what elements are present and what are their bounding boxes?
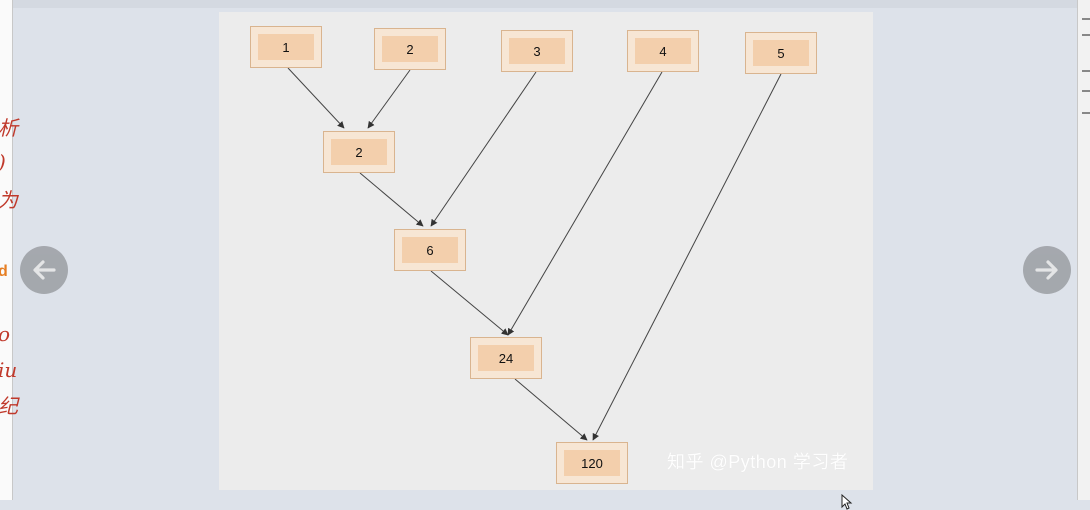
diagram-node-step4: 24	[470, 337, 542, 379]
diagram-node-5: 5	[745, 32, 817, 74]
left-page-text: 析	[0, 116, 18, 140]
right-page-mark	[1082, 90, 1090, 92]
node-label: 24	[478, 345, 534, 371]
edge-2-to-6	[359, 172, 424, 227]
edge-6-to-24	[430, 270, 509, 336]
edge-24-to-120	[514, 378, 588, 441]
slide-image: 1 2 3 4 5 2 6 24 120 知乎 @Python 学习者	[219, 12, 873, 510]
left-page-text: d	[0, 263, 8, 280]
edge-4-to-24	[507, 71, 663, 336]
watermark: 知乎 @Python 学习者	[667, 452, 849, 472]
node-label: 5	[753, 40, 809, 66]
left-page-text: 纪	[0, 394, 18, 418]
edge-3-to-6	[430, 71, 537, 227]
diagram-node-2: 2	[374, 28, 446, 70]
left-adjacent-page: 析 ) 为 d o iu 纪	[0, 0, 18, 500]
node-label: 6	[402, 237, 458, 263]
top-strip	[13, 0, 1078, 8]
diagram-node-4: 4	[627, 30, 699, 72]
right-page-mark	[1082, 70, 1090, 72]
right-page-mark	[1082, 18, 1090, 20]
arrow-left-icon	[33, 260, 56, 280]
node-label: 1	[258, 34, 314, 60]
left-page-text: iu	[0, 358, 18, 382]
right-page-mark	[1082, 112, 1090, 114]
node-label: 3	[509, 38, 565, 64]
next-button[interactable]	[1023, 246, 1071, 294]
node-label: 120	[564, 450, 620, 476]
left-page-text: 为	[0, 188, 18, 212]
diagram-node-result: 120	[556, 442, 628, 484]
diagram-node-1: 1	[250, 26, 322, 68]
edge-1-to-2	[287, 67, 345, 129]
left-page-text: o	[0, 324, 10, 344]
edge-2-to-2	[367, 69, 411, 129]
previous-button[interactable]	[20, 246, 68, 294]
node-label: 2	[331, 139, 387, 165]
diagram-node-3: 3	[501, 30, 573, 72]
mouse-pointer-icon	[841, 494, 853, 510]
node-label: 4	[635, 38, 691, 64]
diagram-node-step3: 6	[394, 229, 466, 271]
node-label: 2	[382, 36, 438, 62]
right-page-mark	[1082, 34, 1090, 36]
arrow-right-icon	[1035, 260, 1058, 280]
diagram-edges	[287, 67, 782, 441]
diagram-node-step2: 2	[323, 131, 395, 173]
edge-5-to-120	[592, 73, 782, 441]
right-adjacent-page	[1077, 0, 1090, 500]
left-page-text: )	[0, 152, 6, 172]
